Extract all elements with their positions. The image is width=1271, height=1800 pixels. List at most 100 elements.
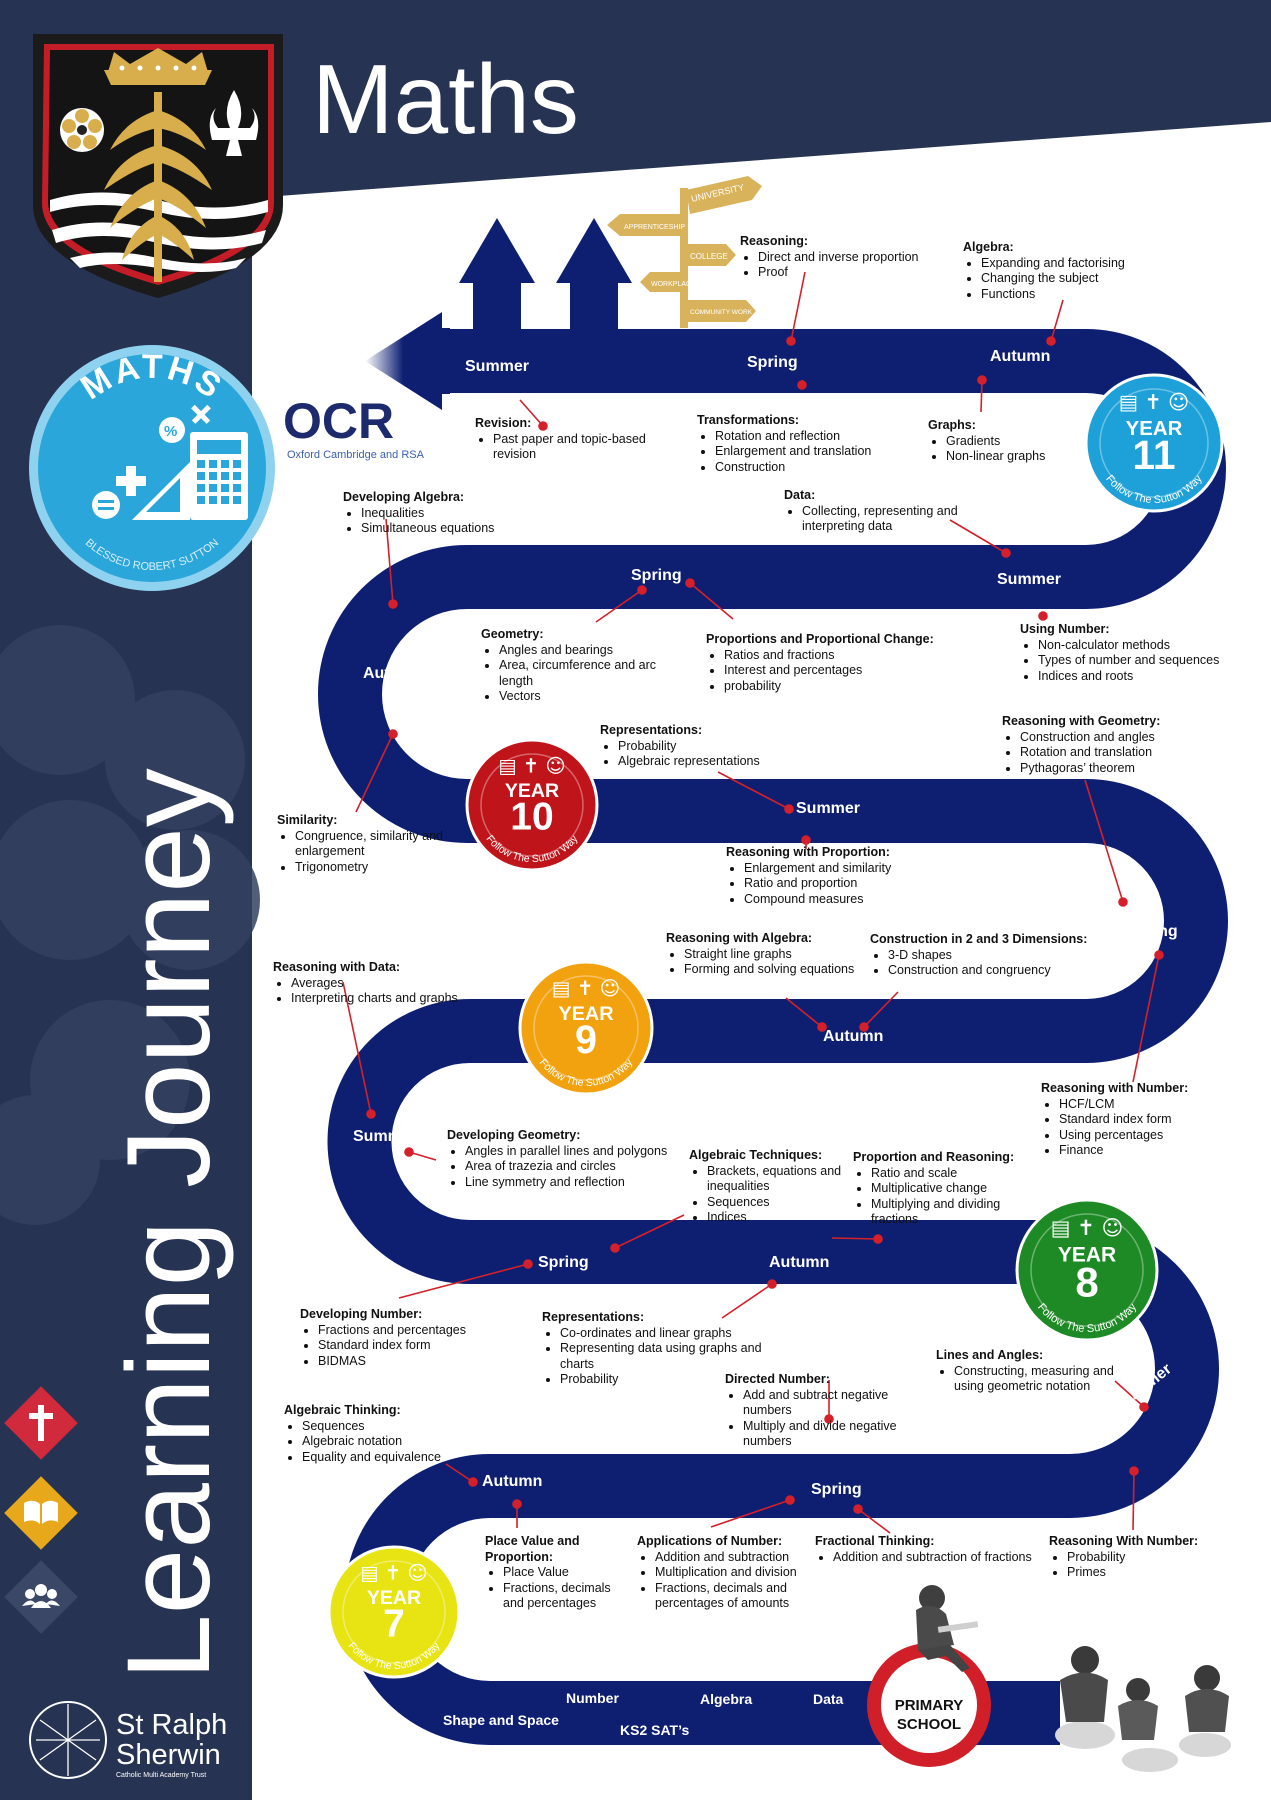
- topic-card: Construction in 2 and 3 Dimensions:3-D s…: [870, 932, 1090, 979]
- year-values-icons: ▤ ✝ ☺: [498, 755, 566, 778]
- topic-item: Co-ordinates and linear graphs: [560, 1326, 792, 1342]
- topic-list: Straight line graphsForming and solving …: [666, 947, 866, 978]
- pin-dot: [404, 1147, 414, 1157]
- topic-item: Past paper and topic-based revision: [493, 432, 665, 463]
- upward-arrows: [459, 218, 632, 330]
- pin-dot: [523, 1259, 533, 1269]
- topic-item: Sequences: [302, 1419, 454, 1435]
- topic-item: Interpreting charts and graphs: [291, 991, 473, 1007]
- topic-item: Equality and equivalence: [302, 1450, 454, 1466]
- pin-dot: [853, 1504, 863, 1514]
- topic-heading: Proportions and Proportional Change:: [706, 632, 934, 646]
- pin-line: [614, 1214, 685, 1249]
- topic-heading: Reasoning with Algebra:: [666, 931, 813, 945]
- topic-heading: Representations:: [600, 723, 703, 737]
- term-label-y7-spring: Spring: [811, 1481, 862, 1498]
- topic-heading: Lines and Angles:: [936, 1348, 1044, 1362]
- topic-list: Angles and bearingsArea, circumference a…: [481, 643, 691, 705]
- pin-line: [790, 271, 806, 342]
- main-panel: [252, 122, 1271, 1800]
- pin-line: [1084, 779, 1124, 903]
- topic-card: Using Number:Non-calculator methodsTypes…: [1020, 622, 1240, 684]
- pin-dot: [1038, 611, 1048, 621]
- topic-item: Construction and congruency: [888, 963, 1090, 979]
- term-label-y10-spring: Spring: [631, 567, 682, 584]
- topic-card: Fractional Thinking:Addition and subtrac…: [815, 1534, 1045, 1565]
- topic-list: Angles in parallel lines and polygonsAre…: [447, 1144, 677, 1191]
- topic-item: Algebraic notation: [302, 1434, 454, 1450]
- topic-card: Reasoning:Direct and inverse proportionP…: [740, 234, 950, 281]
- topic-item: Primes: [1067, 1565, 1219, 1581]
- term-label-y11-summer: Summer: [465, 358, 530, 375]
- topic-card: Reasoning With Number:ProbabilityPrimes: [1049, 1534, 1219, 1581]
- topic-item: Compound measures: [744, 892, 926, 908]
- pin-line: [949, 519, 1007, 554]
- topic-item: Finance: [1059, 1143, 1221, 1159]
- topic-card: Reasoning with Proportion:Enlargement an…: [726, 845, 926, 907]
- topic-item: HCF/LCM: [1059, 1097, 1221, 1113]
- topic-item: Ratio and proportion: [744, 876, 926, 892]
- topic-item: Add and subtract negative numbers: [743, 1388, 925, 1419]
- pin-line: [857, 1508, 891, 1534]
- pin-line: [980, 379, 983, 413]
- topic-item: Using percentages: [1059, 1128, 1221, 1144]
- topic-item: Ratios and fractions: [724, 648, 936, 664]
- topic-list: Brackets, equations and inequalitiesSequ…: [689, 1164, 849, 1226]
- pin-dot: [610, 1243, 620, 1253]
- pin-line: [863, 991, 899, 1028]
- pin-dot: [1001, 548, 1011, 558]
- topic-heading: Data:: [784, 488, 816, 502]
- term-label-y9-spring: Spring: [1127, 923, 1178, 940]
- topic-item: Multiplicative change: [871, 1181, 1023, 1197]
- topic-heading: Similarity:: [277, 813, 338, 827]
- topic-item: Addition and subtraction of fractions: [833, 1550, 1045, 1566]
- topic-card: Reasoning with Data:AveragesInterpreting…: [273, 960, 473, 1007]
- topic-item: Algebraic representations: [618, 754, 800, 770]
- topic-heading: Place Value and Proportion:: [485, 1534, 580, 1564]
- topic-item: Probability: [560, 1372, 792, 1388]
- st-ralph-sherwin-logo: St Ralph Sherwin Catholic Multi Academy …: [29, 1701, 227, 1779]
- topic-item: Area of trazezia and circles: [465, 1159, 677, 1175]
- pin-dot: [468, 1477, 478, 1487]
- topic-item: Gradients: [946, 434, 1078, 450]
- year-label: YEAR: [505, 780, 559, 802]
- topic-item: Angles and bearings: [499, 643, 691, 659]
- year-number: 11: [1132, 432, 1175, 478]
- topic-heading: Developing Number:: [300, 1307, 423, 1321]
- topic-list: Congruence, similarity and enlargementTr…: [277, 829, 457, 876]
- topic-heading: Reasoning with Number:: [1041, 1081, 1189, 1095]
- topic-list: AveragesInterpreting charts and graphs: [273, 976, 473, 1007]
- topic-item: Fractions and percentages: [318, 1323, 490, 1339]
- topic-list: Addition and subtractionMultiplication a…: [637, 1550, 807, 1612]
- primary-topic: Algebra: [700, 1691, 753, 1707]
- pin-dot: [366, 1109, 376, 1119]
- topic-item: Congruence, similarity and enlargement: [295, 829, 457, 860]
- topic-heading: Representations:: [542, 1310, 645, 1324]
- topic-item: Enlargement and similarity: [744, 861, 926, 877]
- pin-dot: [977, 375, 987, 385]
- topic-item: Fractions, decimals and percentages: [503, 1581, 625, 1612]
- term-label-y7-autumn: Autumn: [482, 1473, 543, 1490]
- topic-heading: Directed Number:: [725, 1372, 830, 1386]
- topic-item: Angles in parallel lines and polygons: [465, 1144, 677, 1160]
- topic-list: Co-ordinates and linear graphsRepresenti…: [542, 1326, 792, 1388]
- topic-list: Ratios and fractionsInterest and percent…: [706, 648, 936, 695]
- pin-dot: [873, 1234, 883, 1244]
- topic-list: Past paper and topic-based revision: [475, 432, 665, 463]
- pin-line: [721, 1283, 773, 1319]
- year-number: 10: [510, 796, 553, 839]
- primary-topic: Data: [813, 1691, 844, 1707]
- year-number: 7: [383, 1603, 405, 1646]
- topic-item: Simultaneous equations: [361, 521, 523, 537]
- page-title: Maths: [312, 44, 579, 154]
- topic-item: Construction and angles: [1020, 730, 1192, 746]
- topic-card: Revision:Past paper and topic-based revi…: [475, 416, 665, 463]
- pin-dot: [817, 1022, 827, 1032]
- topic-list: ProbabilityAlgebraic representations: [600, 739, 800, 770]
- topic-item: Multiplying and dividing fractions: [871, 1197, 1023, 1228]
- year-values-icons: ▤ ✝ ☺: [360, 1562, 428, 1585]
- pin-dot: [767, 1279, 777, 1289]
- topic-item: Ratio and scale: [871, 1166, 1023, 1182]
